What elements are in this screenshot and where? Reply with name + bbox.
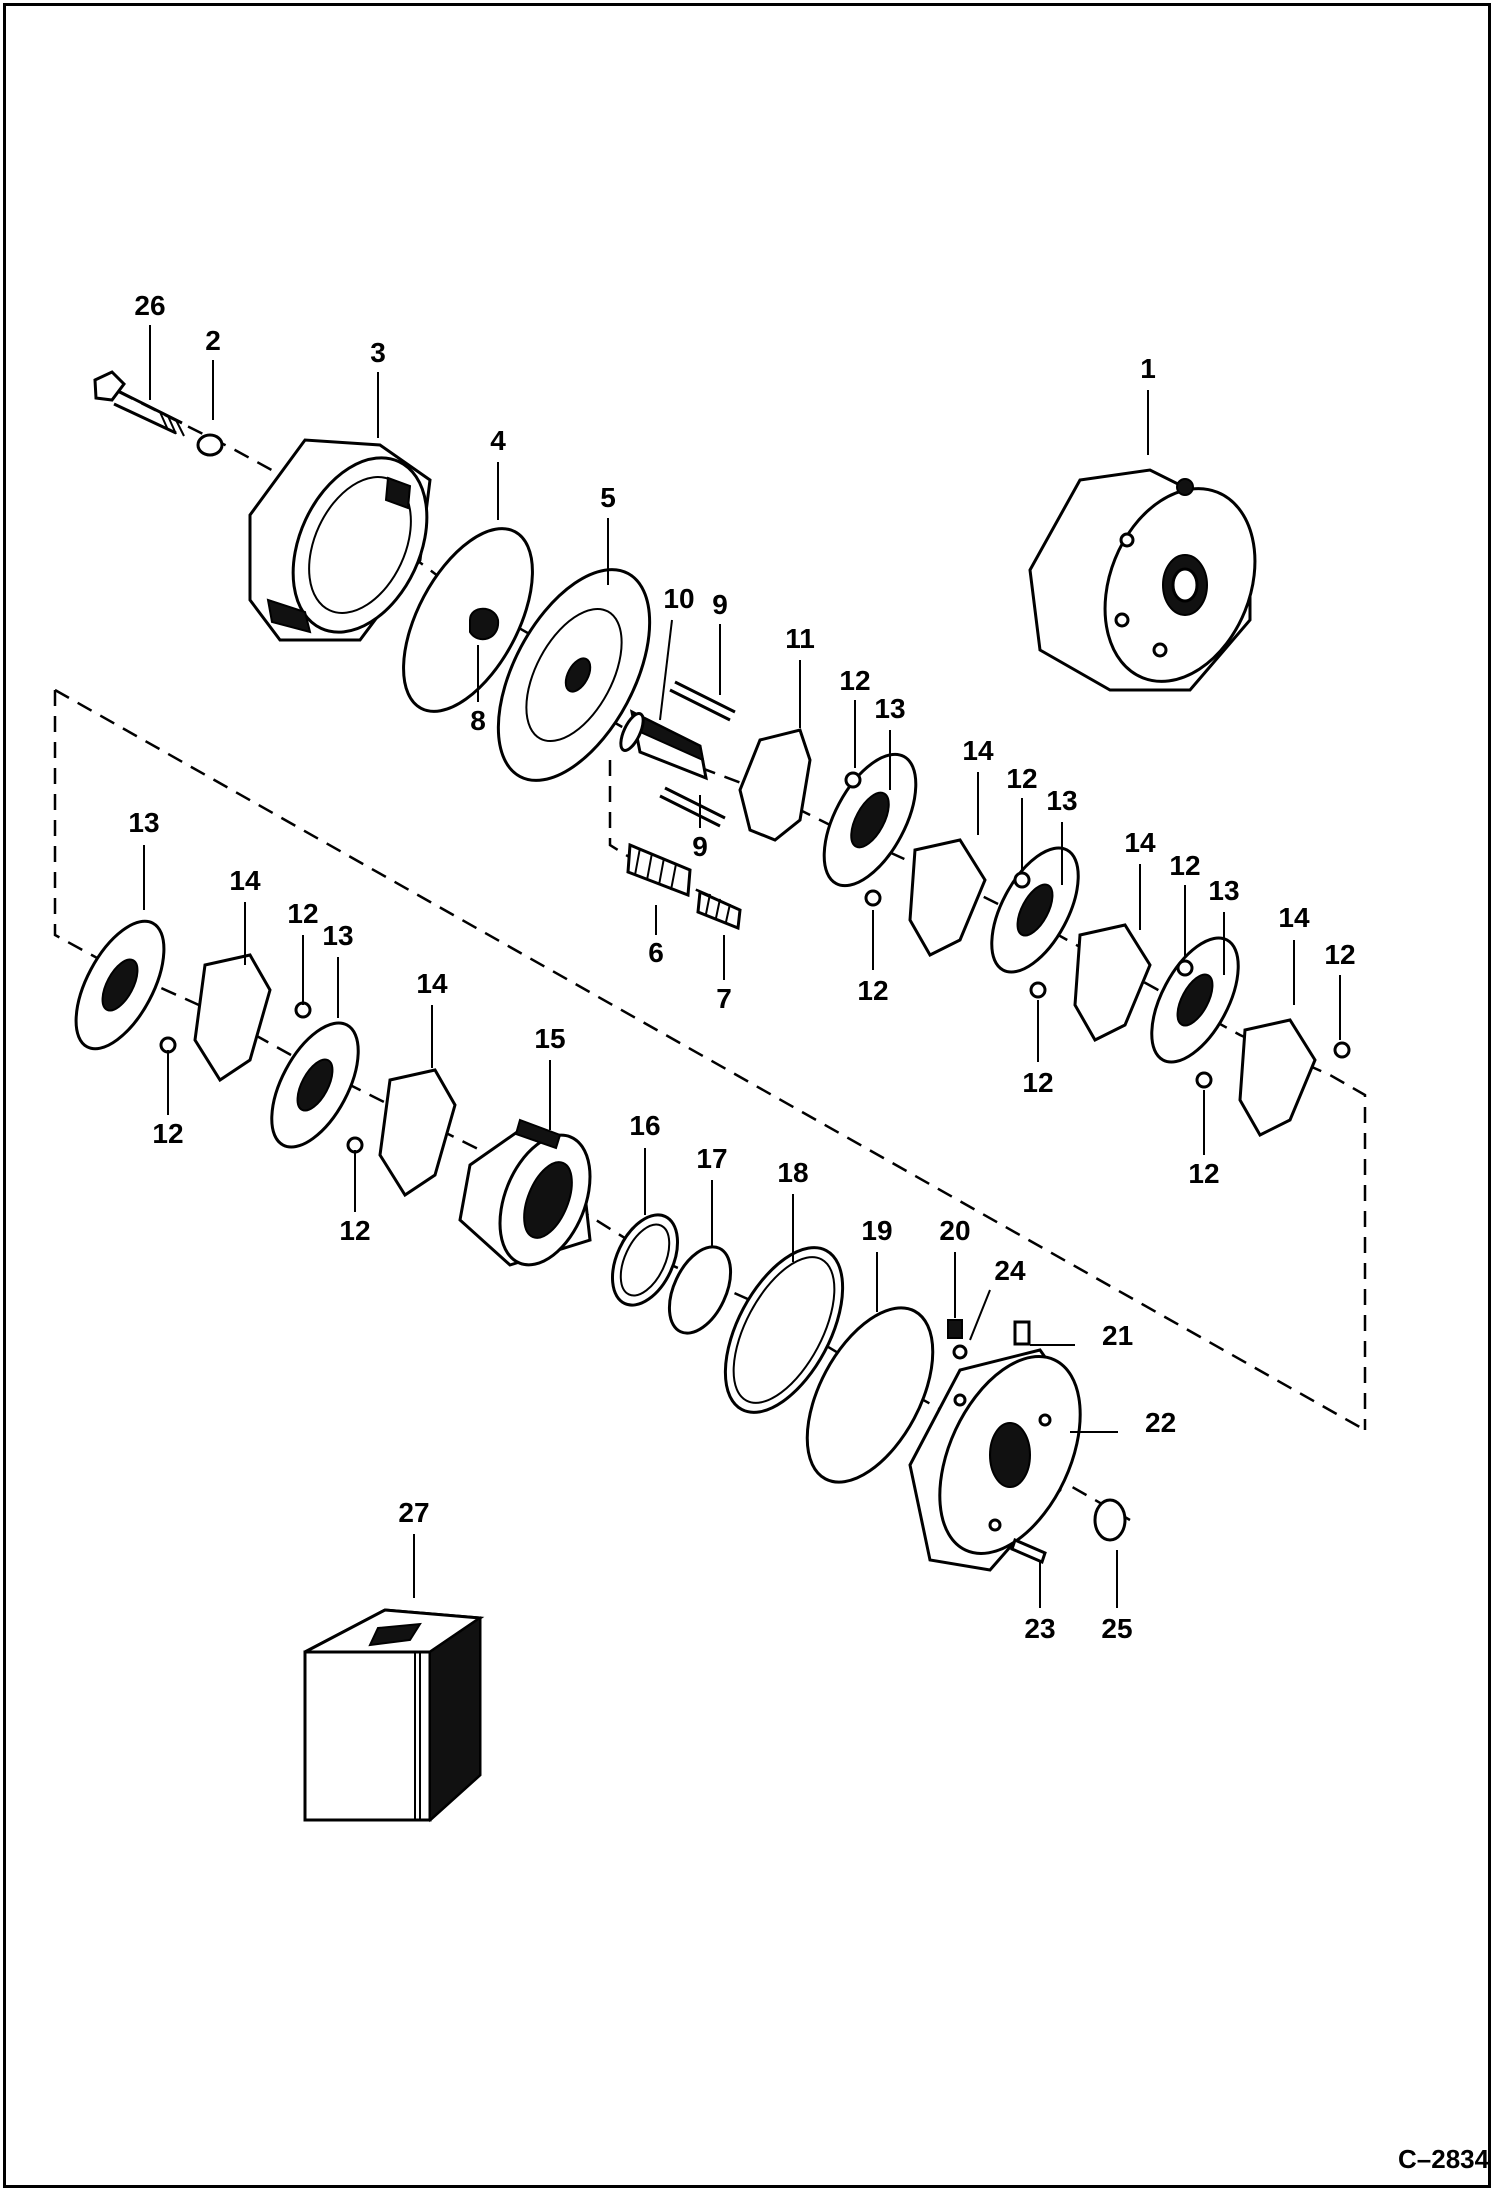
bolt-part <box>93 370 185 437</box>
callout-c15: 15 <box>534 1023 565 1054</box>
callout-c10: 10 <box>663 583 694 614</box>
callout-c13b: 13 <box>1046 785 1077 816</box>
callout-c18: 18 <box>777 1157 808 1188</box>
callout-c3: 3 <box>370 337 386 368</box>
separator-plate-part <box>738 728 812 842</box>
callout-c12c: 12 <box>1006 763 1037 794</box>
callout-c1: 1 <box>1140 353 1156 384</box>
callout-c14b: 14 <box>1124 827 1156 858</box>
callout-c9b: 9 <box>692 831 708 862</box>
callout-c12h: 12 <box>287 898 318 929</box>
callout-c20: 20 <box>939 1215 970 1246</box>
callout-c2: 2 <box>205 325 221 356</box>
o-ring-small-part <box>667 1245 733 1335</box>
callout-c16: 16 <box>629 1110 660 1141</box>
callout-c6: 6 <box>648 937 664 968</box>
callout-c27: 27 <box>398 1497 429 1528</box>
callout-c12d: 12 <box>1022 1067 1053 1098</box>
fittings-part <box>947 1319 1031 1360</box>
retaining-ring-part <box>1093 1498 1127 1542</box>
lower-disc-stack <box>74 919 457 1198</box>
callout-c11: 11 <box>785 623 815 654</box>
callout-c14d: 14 <box>229 865 261 896</box>
callout-c13e: 13 <box>322 920 353 951</box>
callout-c7: 7 <box>716 983 732 1014</box>
callout-c23: 23 <box>1024 1613 1055 1644</box>
hub-part <box>458 1118 592 1267</box>
backup-ring-part <box>723 1246 845 1414</box>
callout-c14e: 14 <box>416 968 448 999</box>
spring-part <box>626 842 692 898</box>
callout-c13d: 13 <box>128 807 159 838</box>
callout-c12b: 12 <box>857 975 888 1006</box>
o-ring-part <box>402 527 534 713</box>
callout-c9a: 9 <box>712 589 728 620</box>
callout-c26: 26 <box>134 290 165 321</box>
callout-c21: 21 <box>1102 1320 1133 1351</box>
leader-line <box>969 1289 991 1341</box>
figure-code: C–2834 <box>1398 2144 1490 2174</box>
callout-c25: 25 <box>1101 1613 1132 1644</box>
diagram-frame <box>3 3 1491 2188</box>
key-part <box>469 607 500 641</box>
leader-line <box>659 619 673 721</box>
friction-disc-stack <box>822 752 1317 1137</box>
splined-shaft-part <box>619 709 708 781</box>
brake-assembly-part <box>1028 468 1257 692</box>
brake-housing-part <box>248 438 432 642</box>
callout-c22: 22 <box>1145 1407 1176 1438</box>
end-plate-part <box>496 568 652 782</box>
callout-c13a: 13 <box>874 693 905 724</box>
callout-c12j: 12 <box>339 1215 370 1246</box>
pin-part <box>659 680 736 828</box>
lock-washer-part <box>196 433 224 457</box>
repair-kit-box <box>303 1608 485 1823</box>
callout-c14c: 14 <box>1278 902 1310 933</box>
callout-c12i: 12 <box>152 1118 183 1149</box>
callout-c12g: 12 <box>1324 939 1355 970</box>
callout-c12e: 12 <box>1169 850 1200 881</box>
callout-c4: 4 <box>490 425 506 456</box>
dowel-part <box>1010 1537 1047 1565</box>
callout-c17: 17 <box>696 1143 727 1174</box>
callout-c14a: 14 <box>962 735 994 766</box>
callout-c12f: 12 <box>1188 1158 1219 1189</box>
cover-part <box>908 1348 1082 1572</box>
callout-c24: 24 <box>994 1255 1026 1286</box>
callout-c5: 5 <box>600 482 616 513</box>
callout-c12a: 12 <box>839 665 870 696</box>
callout-c19: 19 <box>861 1215 892 1246</box>
o-ring-large-part <box>805 1306 935 1484</box>
small-spring-part <box>696 889 742 931</box>
seal-ring-part <box>611 1213 679 1307</box>
spring-clip-parts <box>159 771 1351 1154</box>
callout-c13c: 13 <box>1208 875 1239 906</box>
callout-c8: 8 <box>470 705 486 736</box>
